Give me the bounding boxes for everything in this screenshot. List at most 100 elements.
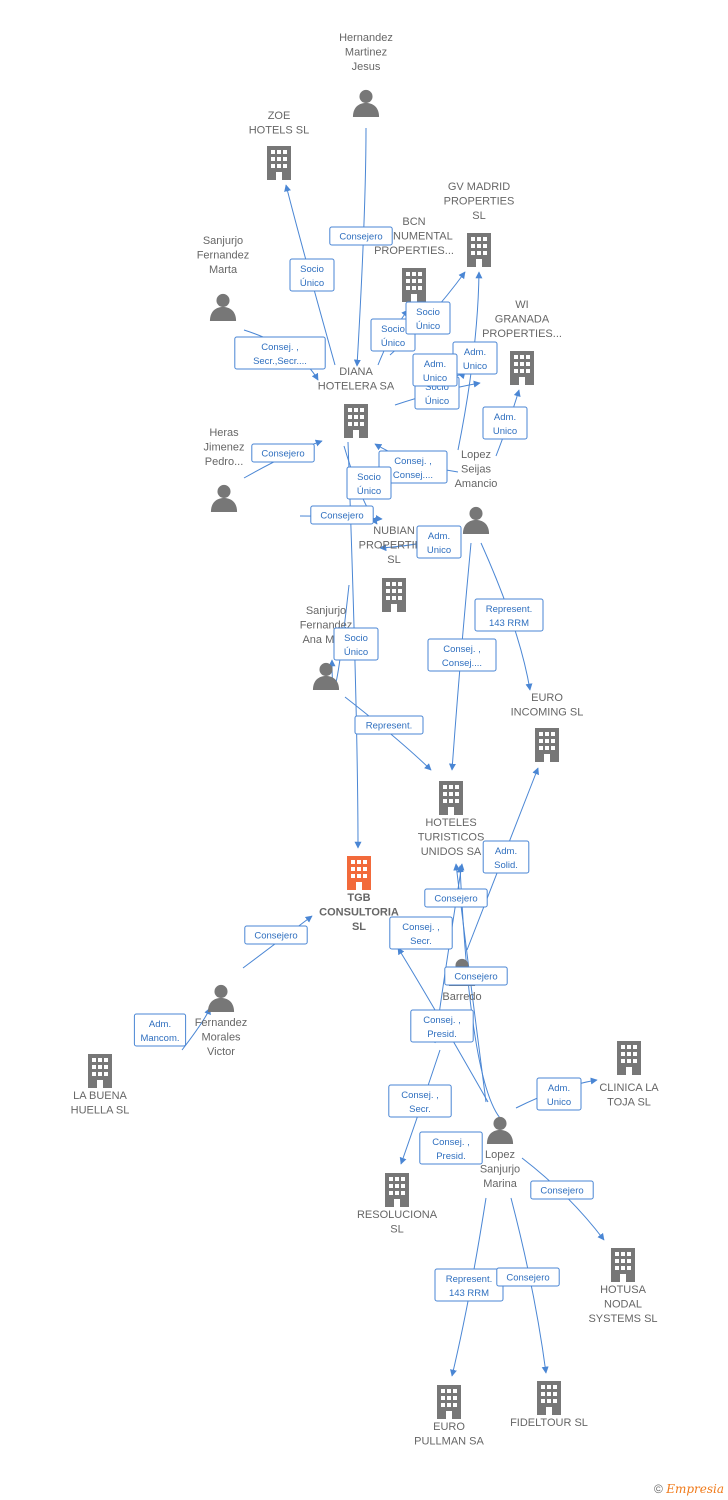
relation-label[interactable]: Adm.Unico (452, 341, 498, 375)
relation-label[interactable]: Represent.143 RRM (474, 598, 544, 632)
relation-label[interactable]: Represent.143 RRM (434, 1268, 504, 1302)
person-icon (352, 89, 380, 117)
relation-label-text: Consejero (540, 1186, 583, 1197)
company-node[interactable]: FIDELTOUR SL (510, 1381, 588, 1429)
relation-label-box (389, 916, 453, 950)
node-label: Fernandez (197, 250, 250, 262)
relation-label-box (536, 1077, 582, 1111)
relation-label[interactable]: Consej. ,Consej.... (427, 638, 497, 672)
node-label: LA BUENA (73, 1090, 127, 1102)
node-label: HUELLA SL (71, 1105, 130, 1117)
relation-label-text: Adm. (464, 347, 486, 358)
node-label: ZOE (268, 110, 291, 122)
relation-label-text: 143 RRM (489, 618, 529, 629)
relation-edge (456, 865, 501, 1119)
node-label: BCN (402, 216, 425, 228)
relation-label[interactable]: Consejero (310, 505, 374, 525)
relation-label[interactable]: Adm.Mancom. (133, 1013, 187, 1047)
relation-label[interactable]: Consej. , Consej.... (378, 450, 448, 484)
relation-label-box (251, 443, 315, 463)
relation-label-text: Consej. , (423, 1015, 461, 1026)
building-icon (467, 233, 491, 267)
watermark: © Empresia (654, 1482, 724, 1496)
relation-label[interactable]: Consej. ,Presid. (419, 1131, 483, 1165)
relation-label-text: Adm. (428, 531, 450, 542)
relation-label-text: Consej. , (401, 1090, 439, 1101)
node-label: NUBIAN (373, 525, 415, 537)
relation-label-text: Consejero (261, 449, 304, 460)
relation-label[interactable]: Consejero (329, 226, 393, 246)
relation-label[interactable]: Consej. ,Secr. (389, 916, 453, 950)
relation-label-text: Presid. (427, 1029, 457, 1040)
node-label: MONUMENTAL (375, 231, 452, 243)
relation-label[interactable]: Consej. ,Secr. (388, 1084, 452, 1118)
relation-label[interactable]: Adm.Unico (412, 353, 458, 387)
node-label: Pedro... (205, 456, 244, 468)
person-node[interactable]: HerasJimenezPedro... (204, 427, 245, 512)
company-node[interactable]: LA BUENA HUELLA SL (71, 1054, 130, 1117)
node-label: INCOMING SL (511, 707, 584, 719)
relation-label-box (333, 627, 379, 661)
relation-label-text: Unico (423, 373, 447, 384)
relation-label[interactable]: Consej. ,Secr.,Secr.... (234, 336, 326, 370)
building-icon (437, 1385, 461, 1419)
relation-label[interactable]: Adm.Solid. (482, 840, 530, 874)
relation-label-text: Consej. , (402, 922, 440, 933)
company-node[interactable]: BCNMONUMENTALPROPERTIES... (374, 216, 454, 302)
relation-label[interactable]: Consejero (530, 1180, 594, 1200)
relation-label[interactable]: Represent. (354, 715, 424, 735)
relation-label[interactable]: Consejero (251, 443, 315, 463)
relation-label-text: Adm. (495, 846, 517, 857)
node-label: PROPERTIES... (482, 328, 562, 340)
node-label: Morales (201, 1032, 241, 1044)
relation-label[interactable]: Consejero (496, 1267, 560, 1287)
node-label: SL (472, 210, 485, 222)
relation-label-text: Represent. (366, 721, 412, 732)
node-label: Marta (209, 264, 238, 276)
relation-label[interactable]: Adm.Unico (482, 406, 528, 440)
relation-label[interactable]: Consejero (444, 966, 508, 986)
relation-label[interactable]: Consej. , Presid. (410, 1009, 474, 1043)
relation-label[interactable]: Consejero (244, 925, 308, 945)
node-label: UNIDOS SA (421, 846, 482, 858)
node-label: PULLMAN SA (414, 1436, 484, 1448)
relation-label[interactable]: Adm.Unico (416, 525, 462, 559)
relation-label-box (412, 353, 458, 387)
relation-label[interactable]: Consejero (424, 888, 488, 908)
building-icon (382, 578, 406, 612)
relation-label[interactable]: Adm.Unico (536, 1077, 582, 1111)
relation-label-text: Consej.... (393, 470, 433, 481)
relation-label-text: Unico (493, 426, 517, 437)
company-node[interactable]: WIGRANADAPROPERTIES... (482, 299, 562, 385)
relation-label-text: Consej. , (394, 456, 432, 467)
node-label: Heras (209, 427, 239, 439)
person-icon (312, 662, 340, 690)
relation-label-text: Único (381, 338, 405, 349)
relation-label-text: Consejero (434, 894, 477, 905)
relation-label-text: Único (425, 396, 449, 407)
node-label: Amancio (455, 478, 498, 490)
relation-label-text: Consej.... (442, 658, 482, 669)
node-label: TURISTICOS (418, 832, 485, 844)
